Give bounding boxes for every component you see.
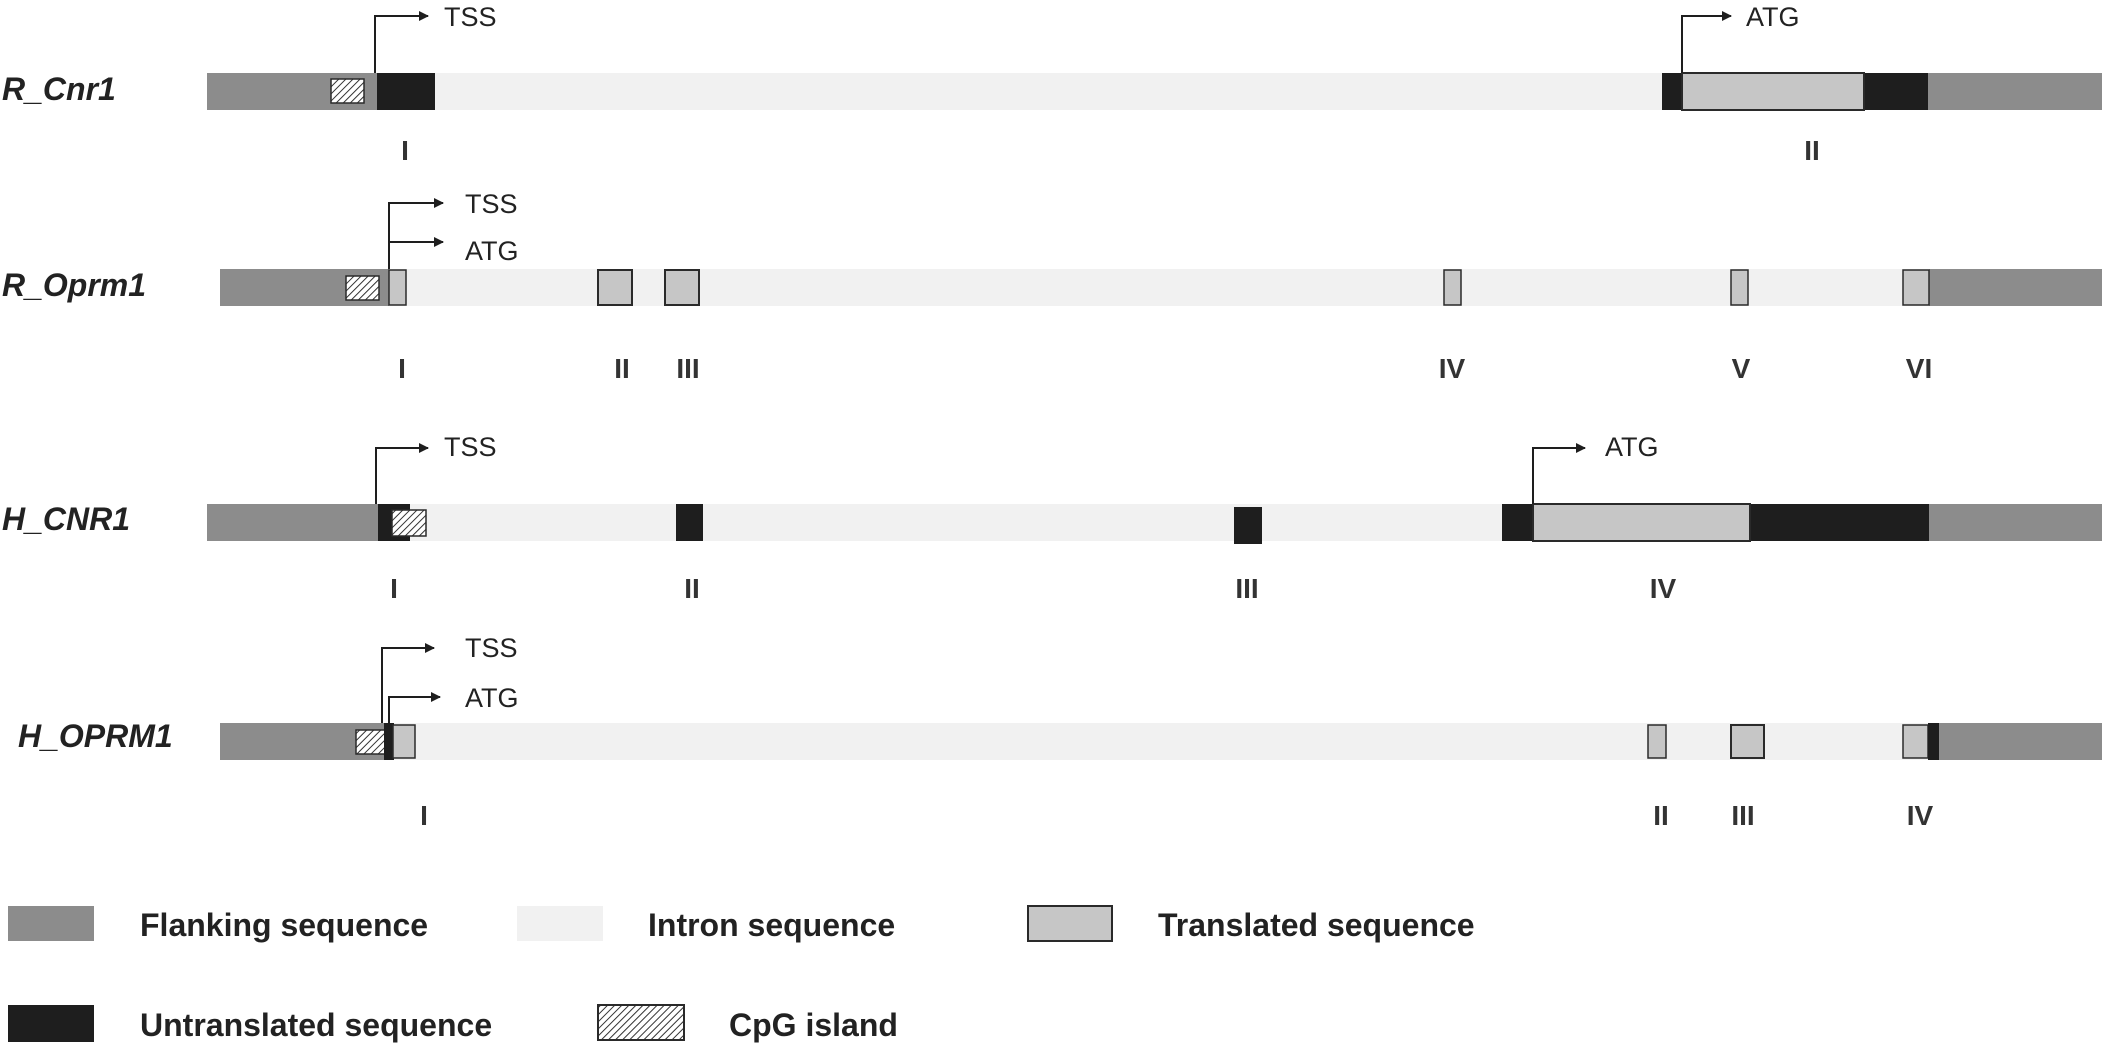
tss-label: TSS xyxy=(444,2,497,32)
atg-arrow xyxy=(388,692,441,723)
legend-swatch-flanking xyxy=(8,906,94,941)
exon-label-4: IV xyxy=(1650,573,1677,604)
legend-label-untranslated: Untranslated sequence xyxy=(140,1007,492,1043)
gene-name: R_Oprm1 xyxy=(2,267,146,303)
exon-2-translated xyxy=(1681,72,1865,111)
exon-label-5: V xyxy=(1732,353,1751,384)
legend-label-intron: Intron sequence xyxy=(648,907,895,943)
exon-4-translated xyxy=(1443,269,1462,306)
tss-label: TSS xyxy=(444,432,497,462)
legend-item-cpg: CpG island xyxy=(597,1004,898,1043)
tss-arrow xyxy=(381,643,435,723)
legend-item-untranslated: Untranslated sequence xyxy=(8,1005,492,1043)
atg-label: ATG xyxy=(465,236,519,266)
exon-label-3: III xyxy=(1731,800,1754,831)
legend: Flanking sequence Intron sequence Transl… xyxy=(8,905,1475,1043)
gene-h-cnr1: H_CNR1 TSS ATG I II III IV xyxy=(2,432,2102,604)
exon-label-2: II xyxy=(1653,800,1669,831)
gene-h-oprm1: H_OPRM1 TSS ATG I II III IV xyxy=(18,633,2102,831)
legend-item-translated: Translated sequence xyxy=(1027,905,1475,943)
gene-name: R_Cnr1 xyxy=(2,71,116,107)
flanking-right xyxy=(1929,723,2102,760)
exon-1-untranslated xyxy=(384,723,394,760)
tss-arrow xyxy=(388,198,444,269)
legend-swatch-untranslated xyxy=(8,1005,94,1042)
tss-label: TSS xyxy=(465,189,518,219)
exon-1-translated xyxy=(388,269,407,306)
flanking-left xyxy=(207,504,378,541)
exon-3-untranslated xyxy=(1234,507,1262,544)
intron xyxy=(389,269,1929,306)
cpg-island xyxy=(391,509,427,537)
legend-item-intron: Intron sequence xyxy=(517,906,895,943)
flanking-right xyxy=(1929,504,2102,541)
legend-swatch-cpg xyxy=(597,1004,685,1041)
exon-1-translated xyxy=(392,724,416,759)
cpg-island xyxy=(355,729,390,755)
exon-label-2: II xyxy=(1804,135,1820,166)
exon-label-2: II xyxy=(684,573,700,604)
gene-name: H_OPRM1 xyxy=(18,718,173,754)
atg-arrow xyxy=(1681,11,1732,73)
legend-swatch-translated xyxy=(1027,905,1113,942)
exon-label-4: IV xyxy=(1907,800,1934,831)
exon-2-translated xyxy=(1647,724,1667,759)
gene-r-cnr1: R_Cnr1 TSS ATG I II xyxy=(2,2,2102,166)
legend-item-flanking: Flanking sequence xyxy=(8,906,428,943)
exon-6-translated xyxy=(1902,269,1930,306)
tss-label: TSS xyxy=(465,633,518,663)
atg-arrow xyxy=(388,237,444,269)
gene-r-oprm1: R_Oprm1 TSS ATG I II III IV V VI xyxy=(2,189,2102,384)
gene-name: H_CNR1 xyxy=(2,501,130,537)
exon-3-translated xyxy=(664,269,700,306)
cpg-island xyxy=(330,78,365,104)
cpg-island xyxy=(345,275,380,301)
intron xyxy=(391,723,1929,760)
legend-label-flanking: Flanking sequence xyxy=(140,907,428,943)
exon-label-1: I xyxy=(401,135,409,166)
atg-label: ATG xyxy=(1605,432,1659,462)
exon-label-1: I xyxy=(420,800,428,831)
exon-label-4: IV xyxy=(1439,353,1466,384)
flanking-right xyxy=(1929,269,2102,306)
tss-arrow xyxy=(375,443,429,504)
exon-3-translated xyxy=(1730,724,1765,759)
legend-swatch-intron xyxy=(517,906,603,941)
exon-label-2: II xyxy=(614,353,630,384)
exon-2-untranslated xyxy=(676,504,703,541)
exon-label-3: III xyxy=(676,353,699,384)
legend-label-cpg: CpG island xyxy=(729,1007,898,1043)
exon-1-untranslated xyxy=(377,73,435,110)
exon-4-untranslated xyxy=(1928,723,1939,760)
exon-4-translated xyxy=(1902,724,1929,759)
atg-label: ATG xyxy=(1746,2,1800,32)
atg-arrow xyxy=(1532,443,1586,504)
exon-5-translated xyxy=(1730,269,1749,306)
exon-label-6: VI xyxy=(1906,353,1932,384)
tss-arrow xyxy=(374,11,429,73)
legend-label-translated: Translated sequence xyxy=(1158,907,1475,943)
flanking-right xyxy=(1928,73,2102,110)
exon-label-1: I xyxy=(390,573,398,604)
atg-label: ATG xyxy=(465,683,519,713)
exon-label-3: III xyxy=(1235,573,1258,604)
exon-4-translated xyxy=(1532,503,1751,542)
exon-2-translated xyxy=(597,269,633,306)
exon-label-1: I xyxy=(398,353,406,384)
intron xyxy=(377,73,1662,110)
